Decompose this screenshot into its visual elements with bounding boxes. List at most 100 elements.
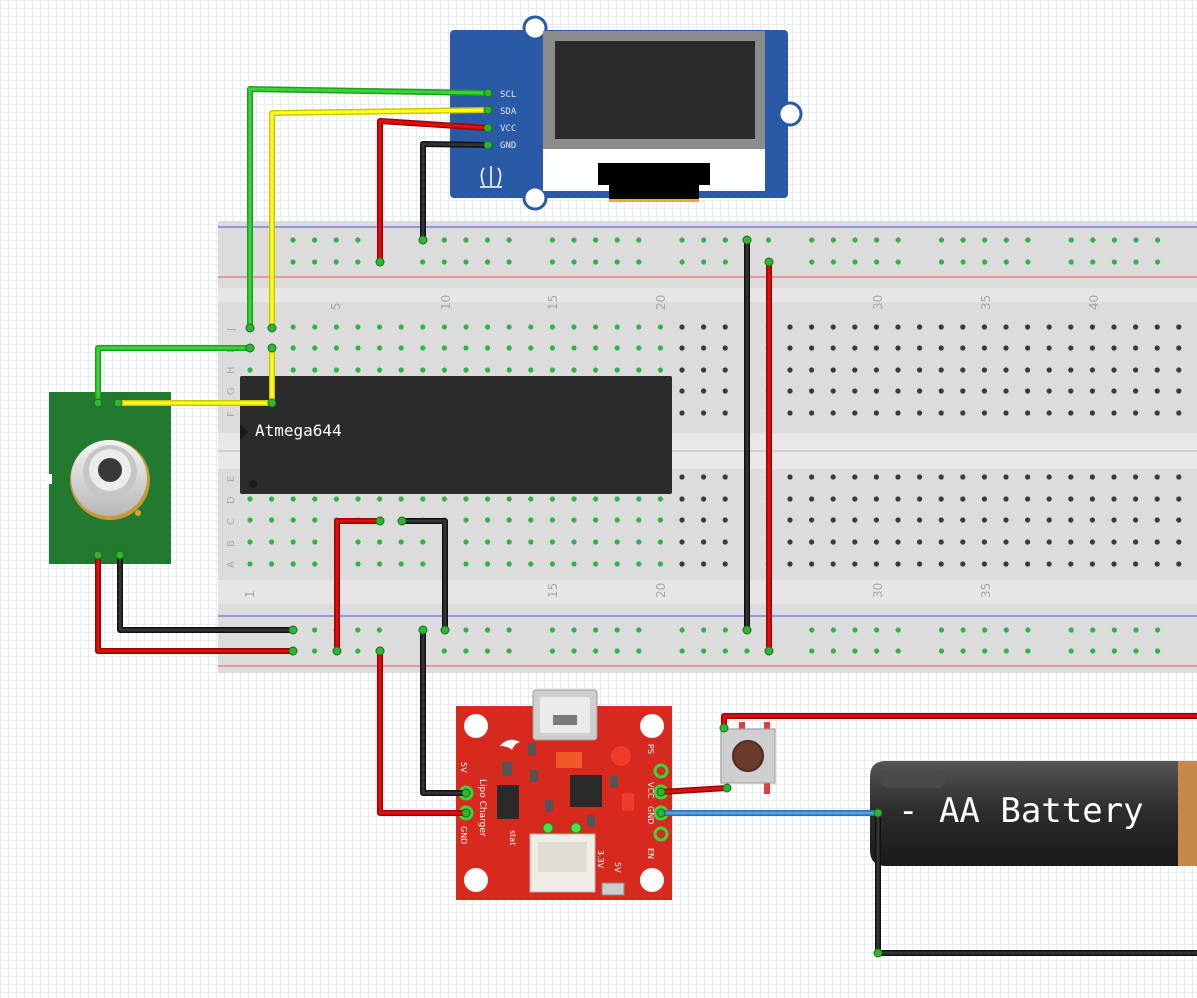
breadboard-hole[interactable] <box>528 561 534 567</box>
breadboard-hole[interactable] <box>312 627 318 633</box>
breadboard-hole[interactable] <box>636 345 642 351</box>
breadboard-hole[interactable] <box>1025 648 1031 654</box>
breadboard-hole[interactable] <box>981 324 988 330</box>
breadboard-hole[interactable] <box>917 496 923 502</box>
breadboard-hole[interactable] <box>874 259 880 265</box>
wire-endpoint[interactable] <box>418 625 428 635</box>
ir-temperature-sensor-module[interactable] <box>47 392 171 564</box>
breadboard-hole[interactable] <box>960 517 966 523</box>
breadboard-hole[interactable] <box>377 496 383 502</box>
breadboard-hole[interactable] <box>247 561 253 567</box>
breadboard-hole[interactable] <box>549 259 556 265</box>
wire-endpoint[interactable] <box>656 808 666 818</box>
breadboard-hole[interactable] <box>1089 388 1095 394</box>
breadboard-hole[interactable] <box>290 259 296 265</box>
breadboard-hole[interactable] <box>1111 367 1117 373</box>
wire-endpoint[interactable] <box>873 948 883 958</box>
breadboard-hole[interactable] <box>420 259 426 265</box>
wire-endpoint[interactable] <box>461 808 471 818</box>
atmega-chip[interactable]: Atmega644 <box>240 376 672 494</box>
breadboard-hole[interactable] <box>787 388 793 394</box>
breadboard-hole[interactable] <box>960 561 966 567</box>
breadboard-hole[interactable] <box>355 539 361 545</box>
breadboard-hole[interactable] <box>787 345 793 351</box>
breadboard-hole[interactable] <box>636 259 642 265</box>
breadboard-hole[interactable] <box>333 237 339 243</box>
breadboard-hole[interactable] <box>1089 539 1095 545</box>
breadboard-hole[interactable] <box>312 259 318 265</box>
breadboard-hole[interactable] <box>895 324 901 330</box>
breadboard-hole[interactable] <box>571 561 577 567</box>
breadboard-hole[interactable] <box>1133 367 1139 373</box>
breadboard-hole[interactable] <box>1089 410 1095 416</box>
breadboard-hole[interactable] <box>1133 496 1139 502</box>
breadboard-hole[interactable] <box>593 237 599 243</box>
breadboard-hole[interactable] <box>593 539 599 545</box>
breadboard-hole[interactable] <box>852 517 858 523</box>
breadboard-hole[interactable] <box>873 388 880 394</box>
breadboard-hole[interactable] <box>528 496 534 502</box>
wire-endpoint[interactable] <box>742 625 752 635</box>
breadboard-hole[interactable] <box>852 561 858 567</box>
breadboard-hole[interactable] <box>938 367 944 373</box>
breadboard-hole[interactable] <box>809 345 815 351</box>
breadboard-hole[interactable] <box>1003 627 1009 633</box>
wire-endpoint[interactable] <box>93 550 103 560</box>
breadboard-hole[interactable] <box>636 496 642 502</box>
breadboard-hole[interactable] <box>982 648 988 654</box>
breadboard-hole[interactable] <box>809 324 815 330</box>
breadboard-hole[interactable] <box>960 474 966 480</box>
breadboard-hole[interactable] <box>333 324 339 330</box>
breadboard-hole[interactable] <box>873 367 880 373</box>
breadboard-hole[interactable] <box>1003 648 1009 654</box>
breadboard-hole[interactable] <box>1025 561 1031 567</box>
breadboard-hole[interactable] <box>269 561 275 567</box>
breadboard-hole[interactable] <box>852 345 858 351</box>
breadboard-hole[interactable] <box>398 496 404 502</box>
wire-endpoint[interactable] <box>245 343 255 353</box>
breadboard-hole[interactable] <box>1025 237 1031 243</box>
breadboard-hole[interactable] <box>1154 517 1160 523</box>
breadboard-hole[interactable] <box>571 539 577 545</box>
breadboard-hole[interactable] <box>355 648 361 654</box>
breadboard-hole[interactable] <box>657 324 664 330</box>
breadboard-hole[interactable] <box>679 539 685 545</box>
breadboard-hole[interactable] <box>614 496 620 502</box>
breadboard-hole[interactable] <box>701 345 707 351</box>
breadboard-hole[interactable] <box>981 388 988 394</box>
breadboard-hole[interactable] <box>981 345 988 351</box>
breadboard-hole[interactable] <box>398 367 404 373</box>
wire-endpoint[interactable] <box>245 323 255 333</box>
breadboard-hole[interactable] <box>960 539 966 545</box>
breadboard-hole[interactable] <box>722 561 728 567</box>
breadboard-hole[interactable] <box>722 345 728 351</box>
breadboard-hole[interactable] <box>312 517 318 523</box>
breadboard-hole[interactable] <box>463 627 469 633</box>
breadboard-hole[interactable] <box>636 627 642 633</box>
breadboard-hole[interactable] <box>614 259 620 265</box>
breadboard-hole[interactable] <box>1090 237 1096 243</box>
wire-endpoint[interactable] <box>267 398 277 408</box>
push-button[interactable] <box>720 722 776 794</box>
breadboard-hole[interactable] <box>787 539 793 545</box>
breadboard-hole[interactable] <box>938 627 945 633</box>
breadboard-hole[interactable] <box>290 237 296 243</box>
breadboard-hole[interactable] <box>1068 627 1074 633</box>
breadboard-hole[interactable] <box>679 367 685 373</box>
breadboard-hole[interactable] <box>722 324 728 330</box>
breadboard-hole[interactable] <box>787 367 793 373</box>
breadboard-hole[interactable] <box>506 539 512 545</box>
breadboard-hole[interactable] <box>830 345 836 351</box>
breadboard-hole[interactable] <box>463 648 469 654</box>
breadboard-hole[interactable] <box>355 237 361 243</box>
breadboard-hole[interactable] <box>895 367 901 373</box>
breadboard-hole[interactable] <box>787 324 793 330</box>
breadboard-hole[interactable] <box>506 561 512 567</box>
breadboard-hole[interactable] <box>312 648 318 654</box>
breadboard-hole[interactable] <box>1068 324 1074 330</box>
breadboard-hole[interactable] <box>873 561 880 567</box>
wire-endpoint[interactable] <box>418 235 428 245</box>
breadboard-hole[interactable] <box>873 324 880 330</box>
breadboard-hole[interactable] <box>1025 539 1031 545</box>
breadboard-hole[interactable] <box>830 496 836 502</box>
